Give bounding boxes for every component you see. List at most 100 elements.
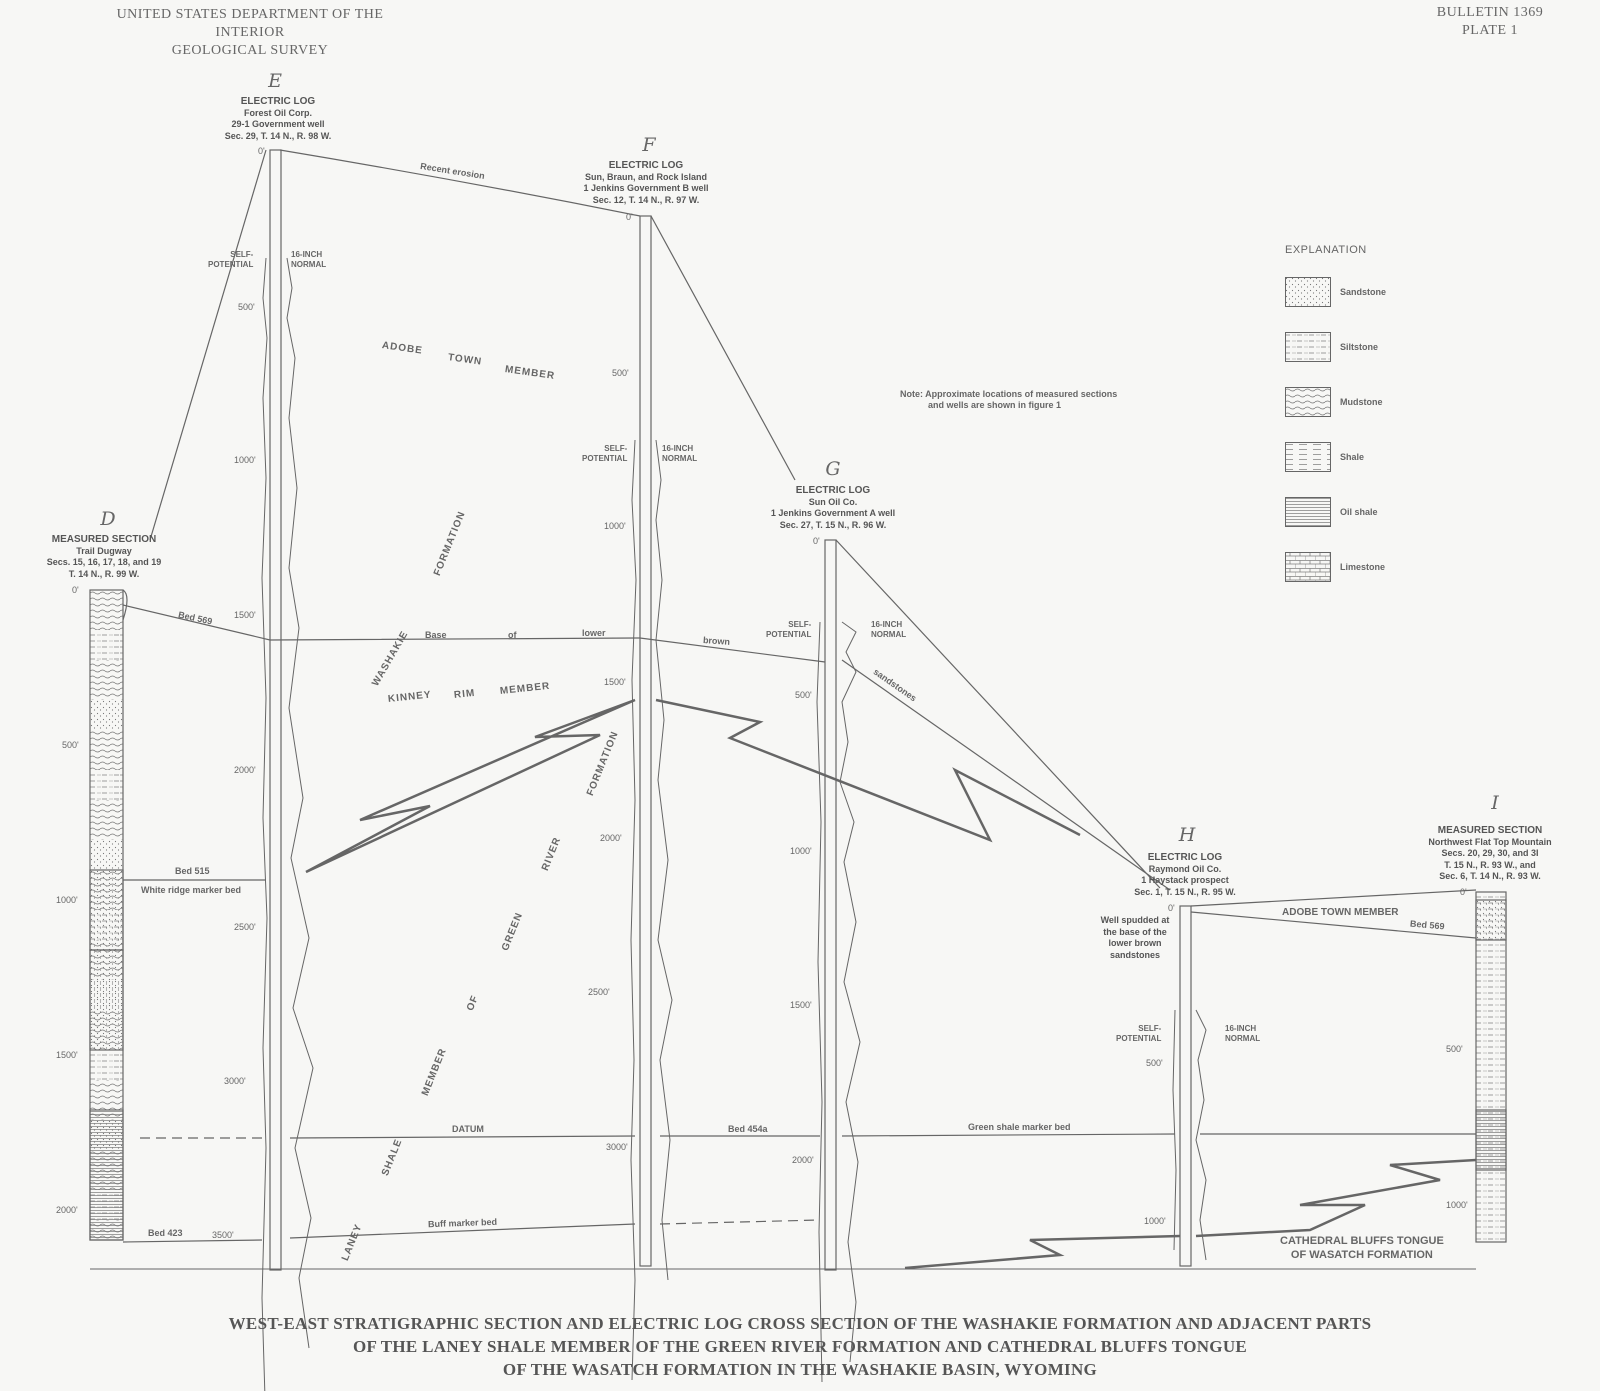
normal-line1: 16-INCH (1225, 1024, 1257, 1033)
well-info-h: ELECTRIC LOG Raymond Oil Co. 1 Haystack … (1085, 852, 1285, 898)
sp-label-g: SELF- POTENTIAL (766, 620, 811, 640)
agency-header: UNITED STATES DEPARTMENT OF THE INTERIOR… (100, 6, 400, 60)
siltstone-swatch-icon (1285, 331, 1331, 362)
depth-i-0: 0' (1460, 887, 1467, 897)
well-letter-d: D (100, 508, 116, 530)
depth-g-2000: 2000' (792, 1155, 814, 1165)
normal-line1: 16-INCH (871, 620, 903, 629)
cathedral-line2: OF WASATCH FORMATION (1290, 1249, 1433, 1261)
legend-title: EXPLANATION (1285, 244, 1367, 256)
well-letter-i: I (1491, 792, 1499, 814)
plate-number: PLATE 1 (1462, 23, 1518, 38)
depth-e-2000: 2000' (234, 765, 256, 775)
legend-label: Sandstone (1340, 286, 1387, 297)
marker-of: of (508, 630, 517, 640)
well-type: ELECTRIC LOG (240, 96, 316, 107)
depth-f-1000: 1000' (604, 521, 626, 531)
well-info-e: ELECTRIC LOG Forest Oil Corp. 29-1 Gover… (178, 96, 378, 142)
depth-e-3500: 3500' (212, 1230, 234, 1240)
plate-title: WEST-EAST STRATIGRAPHIC SECTION AND ELEC… (0, 1312, 1600, 1381)
sp-line1: SELF- (788, 620, 812, 629)
depth-d-500: 500' (62, 740, 79, 750)
depth-f-2000: 2000' (600, 833, 622, 843)
unit-cathedral: CATHEDRAL BLUFFS TONGUE OF WASATCH FORMA… (1280, 1234, 1444, 1262)
sp-label-e: SELF- POTENTIAL (208, 250, 253, 270)
depth-h-500: 500' (1146, 1058, 1163, 1068)
well-type: ELECTRIC LOG (795, 485, 871, 496)
depth-f-2500: 2500' (588, 987, 610, 997)
well-loc2: Sec. 12, T. 14 N., R. 97 W. (592, 194, 700, 205)
well-info-d: MEASURED SECTION Trail Dugway Secs. 15, … (4, 534, 204, 580)
well-operator: Raymond Oil Co. (1148, 863, 1222, 874)
depth-d-0: 0' (72, 585, 79, 595)
sp-line1: SELF- (604, 444, 628, 453)
depth-f-500: 500' (612, 368, 629, 378)
location-note: Note: Approximate locations of measured … (900, 389, 1117, 411)
depth-g-0: 0' (813, 536, 820, 546)
sandstone-swatch-icon (1285, 276, 1331, 307)
well-type: ELECTRIC LOG (608, 160, 684, 171)
sp-label-h: SELF- POTENTIAL (1116, 1024, 1161, 1044)
depth-d-1500: 1500' (56, 1050, 78, 1060)
note-line1: Note: Approximate locations of measured … (900, 389, 1118, 399)
normal-label-f: 16-INCH NORMAL (662, 444, 697, 464)
title-line2: OF THE LANEY SHALE MEMBER OF THE GREEN R… (352, 1337, 1248, 1356)
well-letter-h: H (1178, 824, 1196, 846)
depth-e-0: 0' (258, 146, 265, 156)
note-line2: and wells are shown in figure 1 (928, 400, 1062, 410)
well-loc1: 29-1 Government well (231, 119, 325, 129)
bulletin-header: BULLETIN 1369 PLATE 1 (1430, 4, 1550, 40)
marker-datum: DATUM (452, 1124, 484, 1134)
well-loc1: 1 Haystack prospect (1141, 875, 1229, 885)
sp-line2: POTENTIAL (582, 454, 628, 463)
sp-line2: POTENTIAL (766, 630, 812, 639)
well-loc2: T. 14 N., R. 99 W. (68, 568, 140, 579)
depth-f-3000: 3000' (606, 1142, 628, 1152)
sp-line1: SELF- (230, 250, 254, 259)
unit-kinney-2: RIM (453, 687, 476, 701)
normal-line2: NORMAL (291, 260, 327, 269)
depth-e-2500: 2500' (234, 922, 256, 932)
depth-f-0: 0' (626, 212, 633, 222)
depth-e-3000: 3000' (224, 1076, 246, 1086)
limestone-swatch-icon (1285, 551, 1331, 582)
normal-label-e: 16-INCH NORMAL (291, 250, 326, 270)
marker-bed515: Bed 515 (175, 866, 210, 876)
well-type: ELECTRIC LOG (1147, 852, 1223, 863)
bulletin-number: BULLETIN 1369 (1436, 5, 1544, 20)
depth-h-1000: 1000' (1144, 1216, 1166, 1226)
well-loc2: T. 15 N., R. 93 W., and (1444, 859, 1536, 870)
well-loc1: Secs. 20, 29, 30, and 3I (1441, 848, 1539, 858)
sp-line2: POTENTIAL (208, 260, 254, 269)
oil-shale-swatch-icon (1285, 496, 1331, 527)
legend-item-shale: Shale (1285, 429, 1405, 484)
explanation-legend: EXPLANATION Sandstone Siltstone Mudstone… (1285, 244, 1405, 594)
title-line1: WEST-EAST STRATIGRAPHIC SECTION AND ELEC… (228, 1314, 1372, 1333)
legend-item-mudstone: Mudstone (1285, 374, 1405, 429)
depth-i-500: 500' (1446, 1044, 1463, 1054)
unit-adobe-east: ADOBE TOWN MEMBER (1282, 907, 1399, 918)
well-operator: Sun, Braun, and Rock Island (584, 171, 708, 182)
well-loc1: 1 Jenkins Government B well (583, 183, 709, 193)
agency-line-1: UNITED STATES DEPARTMENT OF THE INTERIOR (116, 7, 384, 40)
well-loc1: 1 Jenkins Government A well (770, 508, 896, 518)
legend-label: Mudstone (1340, 396, 1383, 407)
note-line: sandstones (1109, 949, 1160, 960)
legend-item-sandstone: Sandstone (1285, 264, 1405, 319)
depth-f-1500: 1500' (604, 677, 626, 687)
legend-item-siltstone: Siltstone (1285, 319, 1405, 374)
normal-line2: NORMAL (662, 454, 698, 463)
legend-label: Limestone (1340, 561, 1386, 572)
well-h-note: Well spudded at the base of the lower br… (1095, 915, 1175, 961)
marker-brown: brown (702, 635, 731, 647)
sp-label-f: SELF- POTENTIAL (582, 444, 627, 464)
well-letter-e: E (268, 70, 282, 92)
depth-e-500: 500' (238, 302, 255, 312)
sp-line2: POTENTIAL (1116, 1034, 1162, 1043)
well-info-f: ELECTRIC LOG Sun, Braun, and Rock Island… (546, 160, 746, 206)
title-line3: OF THE WASATCH FORMATION IN THE WASHAKIE… (502, 1360, 1098, 1379)
normal-line2: NORMAL (1225, 1034, 1261, 1043)
depth-e-1000: 1000' (234, 455, 256, 465)
legend-label: Oil shale (1340, 506, 1378, 517)
well-letter-g: G (825, 458, 841, 480)
